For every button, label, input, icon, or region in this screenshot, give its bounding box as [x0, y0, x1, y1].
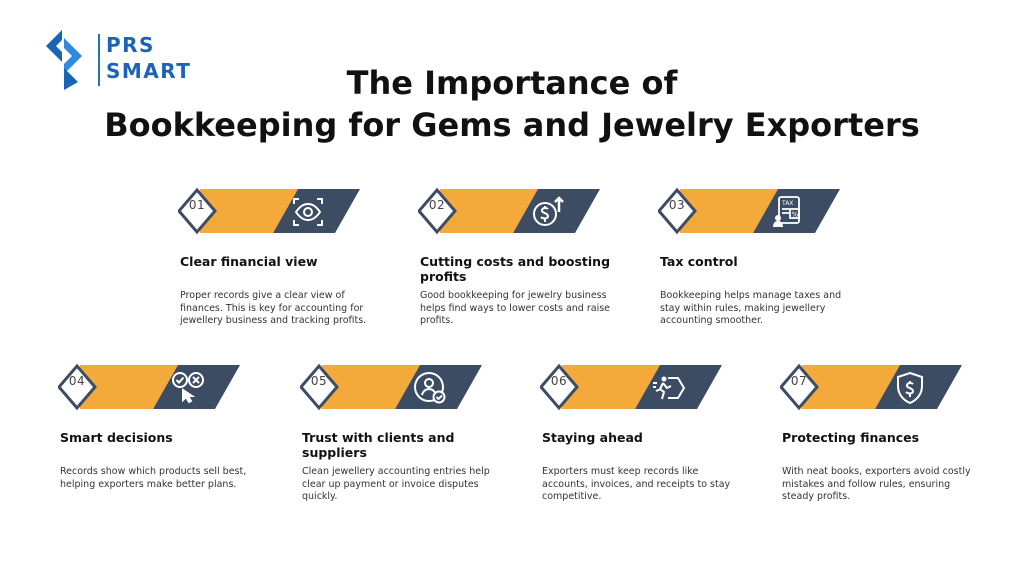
user-check-icon: [412, 370, 448, 406]
card-banner: 05: [300, 362, 490, 412]
card-number: 06: [550, 374, 568, 388]
card-banner-shape: [540, 363, 722, 411]
card-title: Trust with clients and suppliers: [302, 430, 455, 460]
card-banner: 01: [178, 186, 368, 236]
card-title: Staying ahead: [542, 430, 643, 445]
runner-arrow-icon: [652, 370, 688, 406]
card-number: 01: [188, 198, 206, 212]
title-line-2: Bookkeeping for Gems and Jewelry Exporte…: [104, 106, 920, 144]
card-number: 04: [68, 374, 86, 388]
card-description: Bookkeeping helps manage taxes and stay …: [660, 290, 842, 326]
card-banner: 07: [780, 362, 970, 412]
logo-text: PRS SMART: [106, 32, 191, 84]
dollar-up-icon: [530, 194, 566, 230]
logo-line-2: SMART: [106, 59, 192, 83]
card-banner-shape: [58, 363, 240, 411]
svg-text:TAX: TAX: [781, 200, 793, 207]
title-line-1: The Importance of: [346, 64, 678, 102]
logo-mark-icon: [46, 30, 82, 90]
logo-line-1: PRS: [106, 33, 155, 57]
card-description: With neat books, exporters avoid costly …: [782, 466, 971, 502]
shield-dollar-icon: [892, 370, 928, 406]
tax-document-icon: TAX %: [770, 194, 806, 230]
card-banner-shape: [300, 363, 482, 411]
decision-click-icon: [170, 370, 206, 406]
logo-divider: [98, 34, 100, 86]
card-banner: 02: [418, 186, 608, 236]
card-banner: 04: [58, 362, 248, 412]
card-number: 05: [310, 374, 328, 388]
card-title: Cutting costs and boosting profits: [420, 254, 611, 284]
card-title: Protecting finances: [782, 430, 920, 445]
eye-scan-icon: [290, 194, 326, 230]
card-banner-shape: [780, 363, 962, 411]
card-title: Tax control: [660, 254, 738, 269]
page-title: The Importance of Bookkeeping for Gems a…: [0, 62, 1024, 146]
card-description: Records show which products sell best, h…: [60, 466, 247, 490]
svg-text:%: %: [792, 211, 799, 219]
card-number: 03: [668, 198, 686, 212]
brand-logo: PRS SMART: [44, 30, 204, 90]
card-number: 02: [428, 198, 446, 212]
card-number: 07: [790, 374, 808, 388]
card-description: Good bookkeeping for jewelry business he…: [420, 290, 611, 326]
card-banner: 06: [540, 362, 730, 412]
card-title: Smart decisions: [60, 430, 173, 445]
card-description: Clean jewellery accounting entries help …: [302, 466, 490, 502]
card-description: Proper records give a clear view of fina…: [180, 290, 367, 326]
card-banner-shape: [658, 187, 840, 235]
card-title: Clear financial view: [180, 254, 318, 269]
card-description: Exporters must keep records like account…: [542, 466, 731, 502]
card-banner: 03 TAX %: [658, 186, 848, 236]
